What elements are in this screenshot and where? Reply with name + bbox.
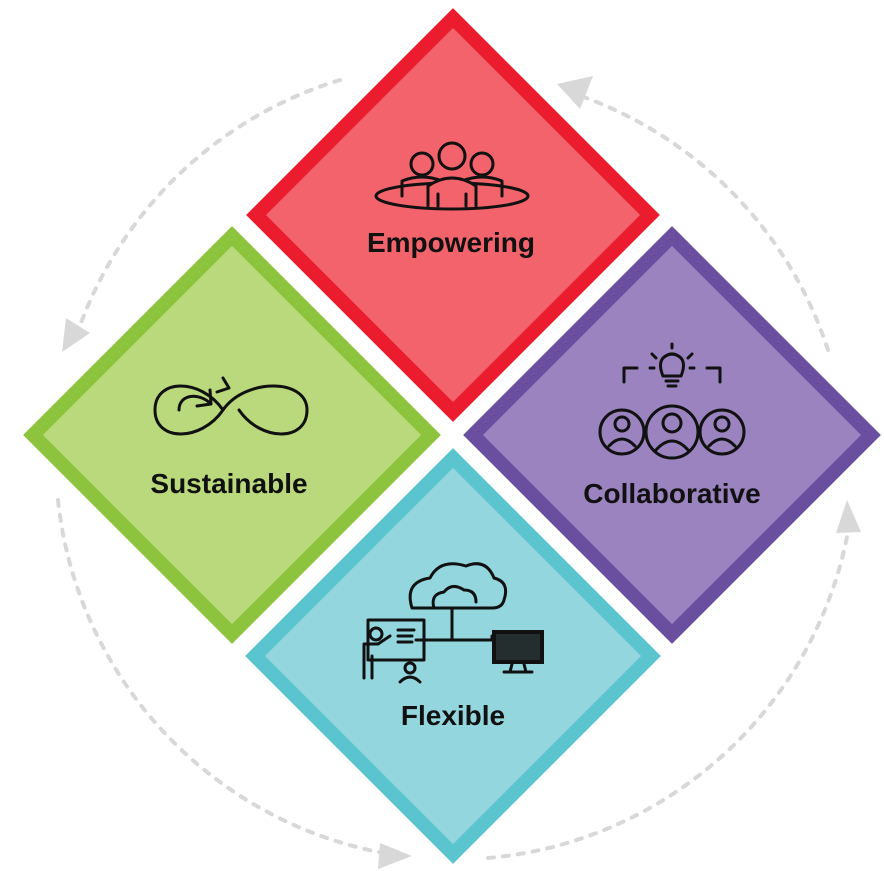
quadrant-collaborative: Collaborative	[463, 226, 881, 644]
label-flexible: Flexible	[401, 700, 505, 731]
people-group-icon	[374, 141, 530, 211]
cycle-arc-bottom-right	[486, 518, 852, 860]
cycle-arc-bottom-left	[56, 498, 397, 857]
diamond-flexible	[245, 448, 661, 864]
label-collaborative: Collaborative	[583, 478, 760, 509]
diamond-empowering	[246, 8, 660, 422]
arrowhead-right-icon	[836, 500, 861, 533]
cycle-arc-top-left	[73, 78, 342, 342]
arrowhead-top-icon	[557, 76, 593, 109]
arrowhead-bottom-icon	[378, 843, 412, 869]
cycle-arrows	[56, 76, 861, 869]
diamond-sustainable	[23, 226, 441, 644]
arrowhead-left-icon	[62, 318, 90, 352]
label-sustainable: Sustainable	[150, 468, 307, 499]
cycle-arc-top-right	[576, 93, 830, 352]
quadrant-sustainable: Sustainable	[23, 226, 441, 644]
quadrant-flexible: Flexible	[245, 448, 661, 864]
cloud-presentation-icon	[362, 562, 544, 684]
team-idea-icon	[598, 342, 746, 460]
label-empowering: Empowering	[367, 227, 535, 258]
quadrant-empowering: Empowering	[246, 8, 660, 422]
infinity-loop-icon	[153, 376, 309, 436]
